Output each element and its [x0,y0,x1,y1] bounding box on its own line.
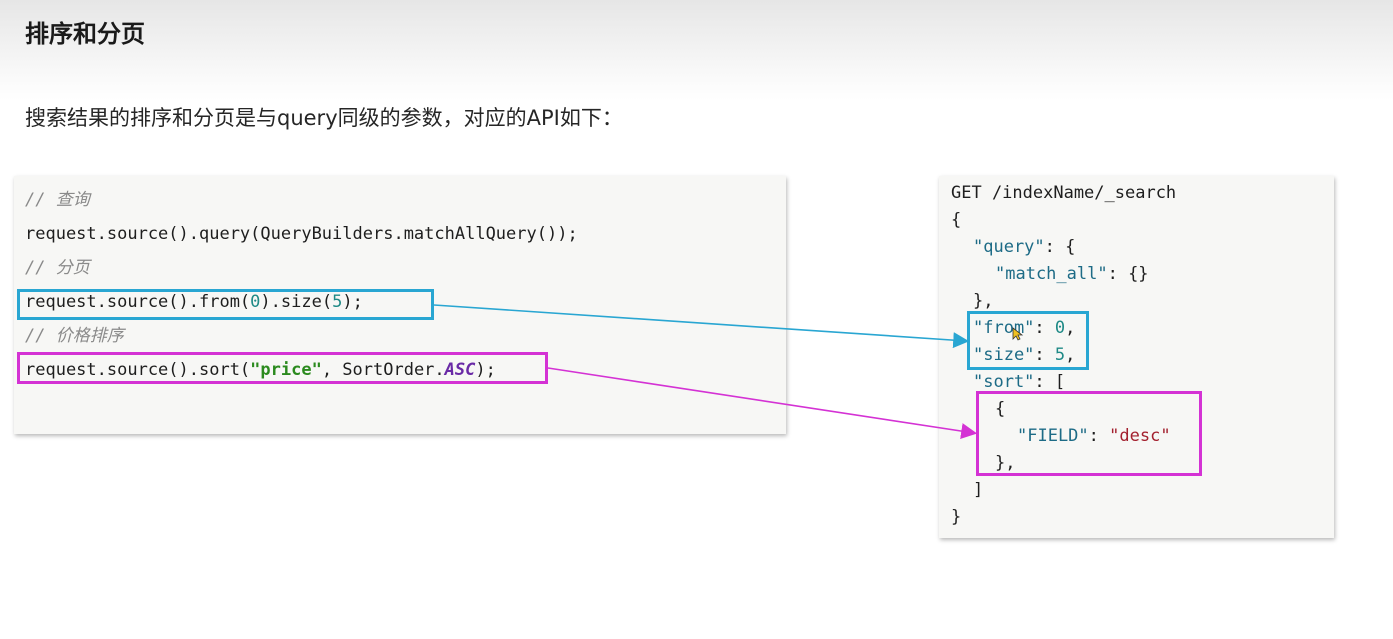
size-value: 5 [1054,345,1066,365]
code-token: : { [1044,237,1076,257]
code-token: request.source().sort( [25,360,251,380]
code-token: , SortOrder. [321,360,445,380]
code-token: ).size( [260,292,333,312]
from-value: 0 [1054,318,1066,338]
paging-highlight-box [17,289,434,320]
comment-sort: // 价格排序 [25,326,124,346]
code-token: ); [342,292,363,312]
from-number: 0 [250,292,261,312]
dsl-open-brace: { [951,210,962,230]
sort-order-constant: ASC [444,360,476,380]
json-key: "match_all" [995,264,1108,284]
dsl-sort-close: ] [973,480,984,500]
json-key: "FIELD" [1017,426,1089,446]
dsl-query-close: }, [973,291,994,311]
json-key: "size" [973,345,1035,365]
code-token: ); [475,360,496,380]
sort-field-string: "price" [250,360,322,380]
dsl-request-line: GET /indexName/_search [951,183,1177,203]
json-string: "desc" [1109,426,1171,446]
dsl-code-panel: GET /indexName/_search { "query": { "mat… [939,176,1334,538]
dsl-sort-highlight-box [976,391,1202,476]
dsl-sort-obj-open: { [995,399,1006,419]
dsl-query-line: "query": { [973,237,1075,257]
json-key: "sort" [973,372,1035,392]
json-key: "query" [973,237,1045,257]
intro-text: 搜索结果的排序和分页是与query同级的参数，对应的API如下： [25,106,623,130]
mouse-cursor-icon [1012,327,1024,341]
header-band [0,0,1393,100]
code-token: : [ [1034,372,1066,392]
code-line-sort: request.source().sort("price", SortOrder… [25,360,496,380]
dsl-size-line: "size": 5, [973,345,1076,365]
size-number: 5 [332,292,343,312]
dsl-sort-line: "sort": [ [973,372,1065,392]
code-line-query: request.source().query(QueryBuilders.mat… [25,224,578,244]
code-token: request.source().from( [25,292,251,312]
comment-paging: // 分页 [25,258,90,278]
sort-highlight-box [17,352,548,384]
dsl-sort-obj-close: }, [995,453,1016,473]
dsl-field-line: "FIELD": "desc" [1017,426,1171,446]
dsl-close-brace: } [951,507,962,527]
code-token: : {} [1107,264,1149,284]
comment-query: // 查询 [25,190,90,210]
code-line-paging: request.source().from(0).size(5); [25,292,363,312]
page-title: 排序和分页 [25,20,145,48]
dsl-paging-highlight-box [967,311,1089,370]
dsl-match-all-line: "match_all": {} [995,264,1149,284]
